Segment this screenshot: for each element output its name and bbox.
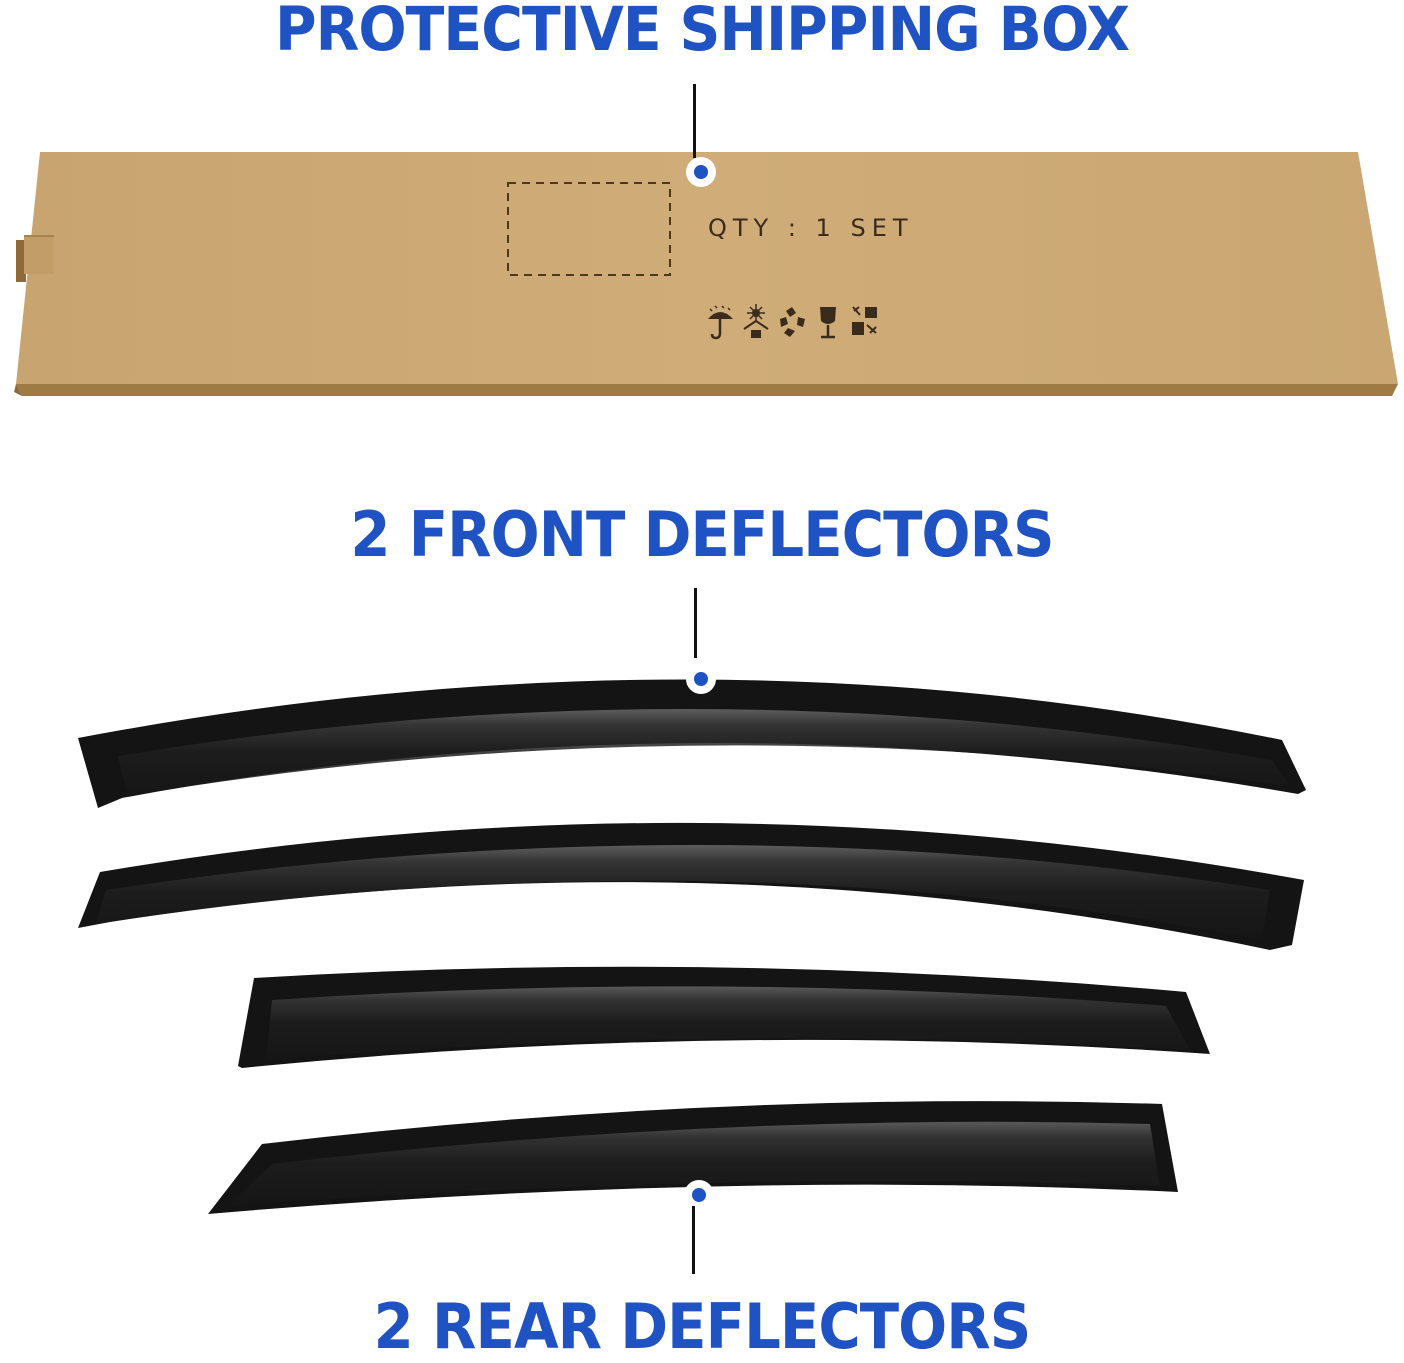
front-deflector-1	[78, 679, 1306, 808]
rear-deflector-1	[238, 966, 1210, 1068]
rear-callout-line	[692, 1206, 695, 1274]
box-callout-dot	[686, 157, 716, 187]
no-throwing-icon	[850, 303, 879, 341]
box-callout-line	[693, 84, 696, 158]
quantity-label: QTY : 1 SET	[708, 214, 914, 242]
rear-deflectors-heading: 2 REAR DEFLECTORS	[373, 1290, 1032, 1363]
rear-callout-dot	[684, 1180, 714, 1210]
shipping-box	[14, 152, 1398, 396]
fragile-glass-icon	[814, 303, 843, 341]
keep-away-from-sunlight-icon	[742, 303, 771, 341]
front-callout-dot	[686, 664, 716, 694]
front-deflector-2	[78, 822, 1304, 950]
front-callout-line	[694, 588, 697, 658]
recyclable-icon	[778, 303, 807, 341]
shipping-box-heading: PROTECTIVE SHIPPING BOX	[274, 0, 1130, 65]
front-deflectors-heading: 2 FRONT DEFLECTORS	[350, 498, 1054, 571]
handling-symbols	[706, 303, 879, 341]
rear-deflector-2	[208, 1101, 1178, 1214]
keep-dry-umbrella-icon	[706, 303, 735, 341]
